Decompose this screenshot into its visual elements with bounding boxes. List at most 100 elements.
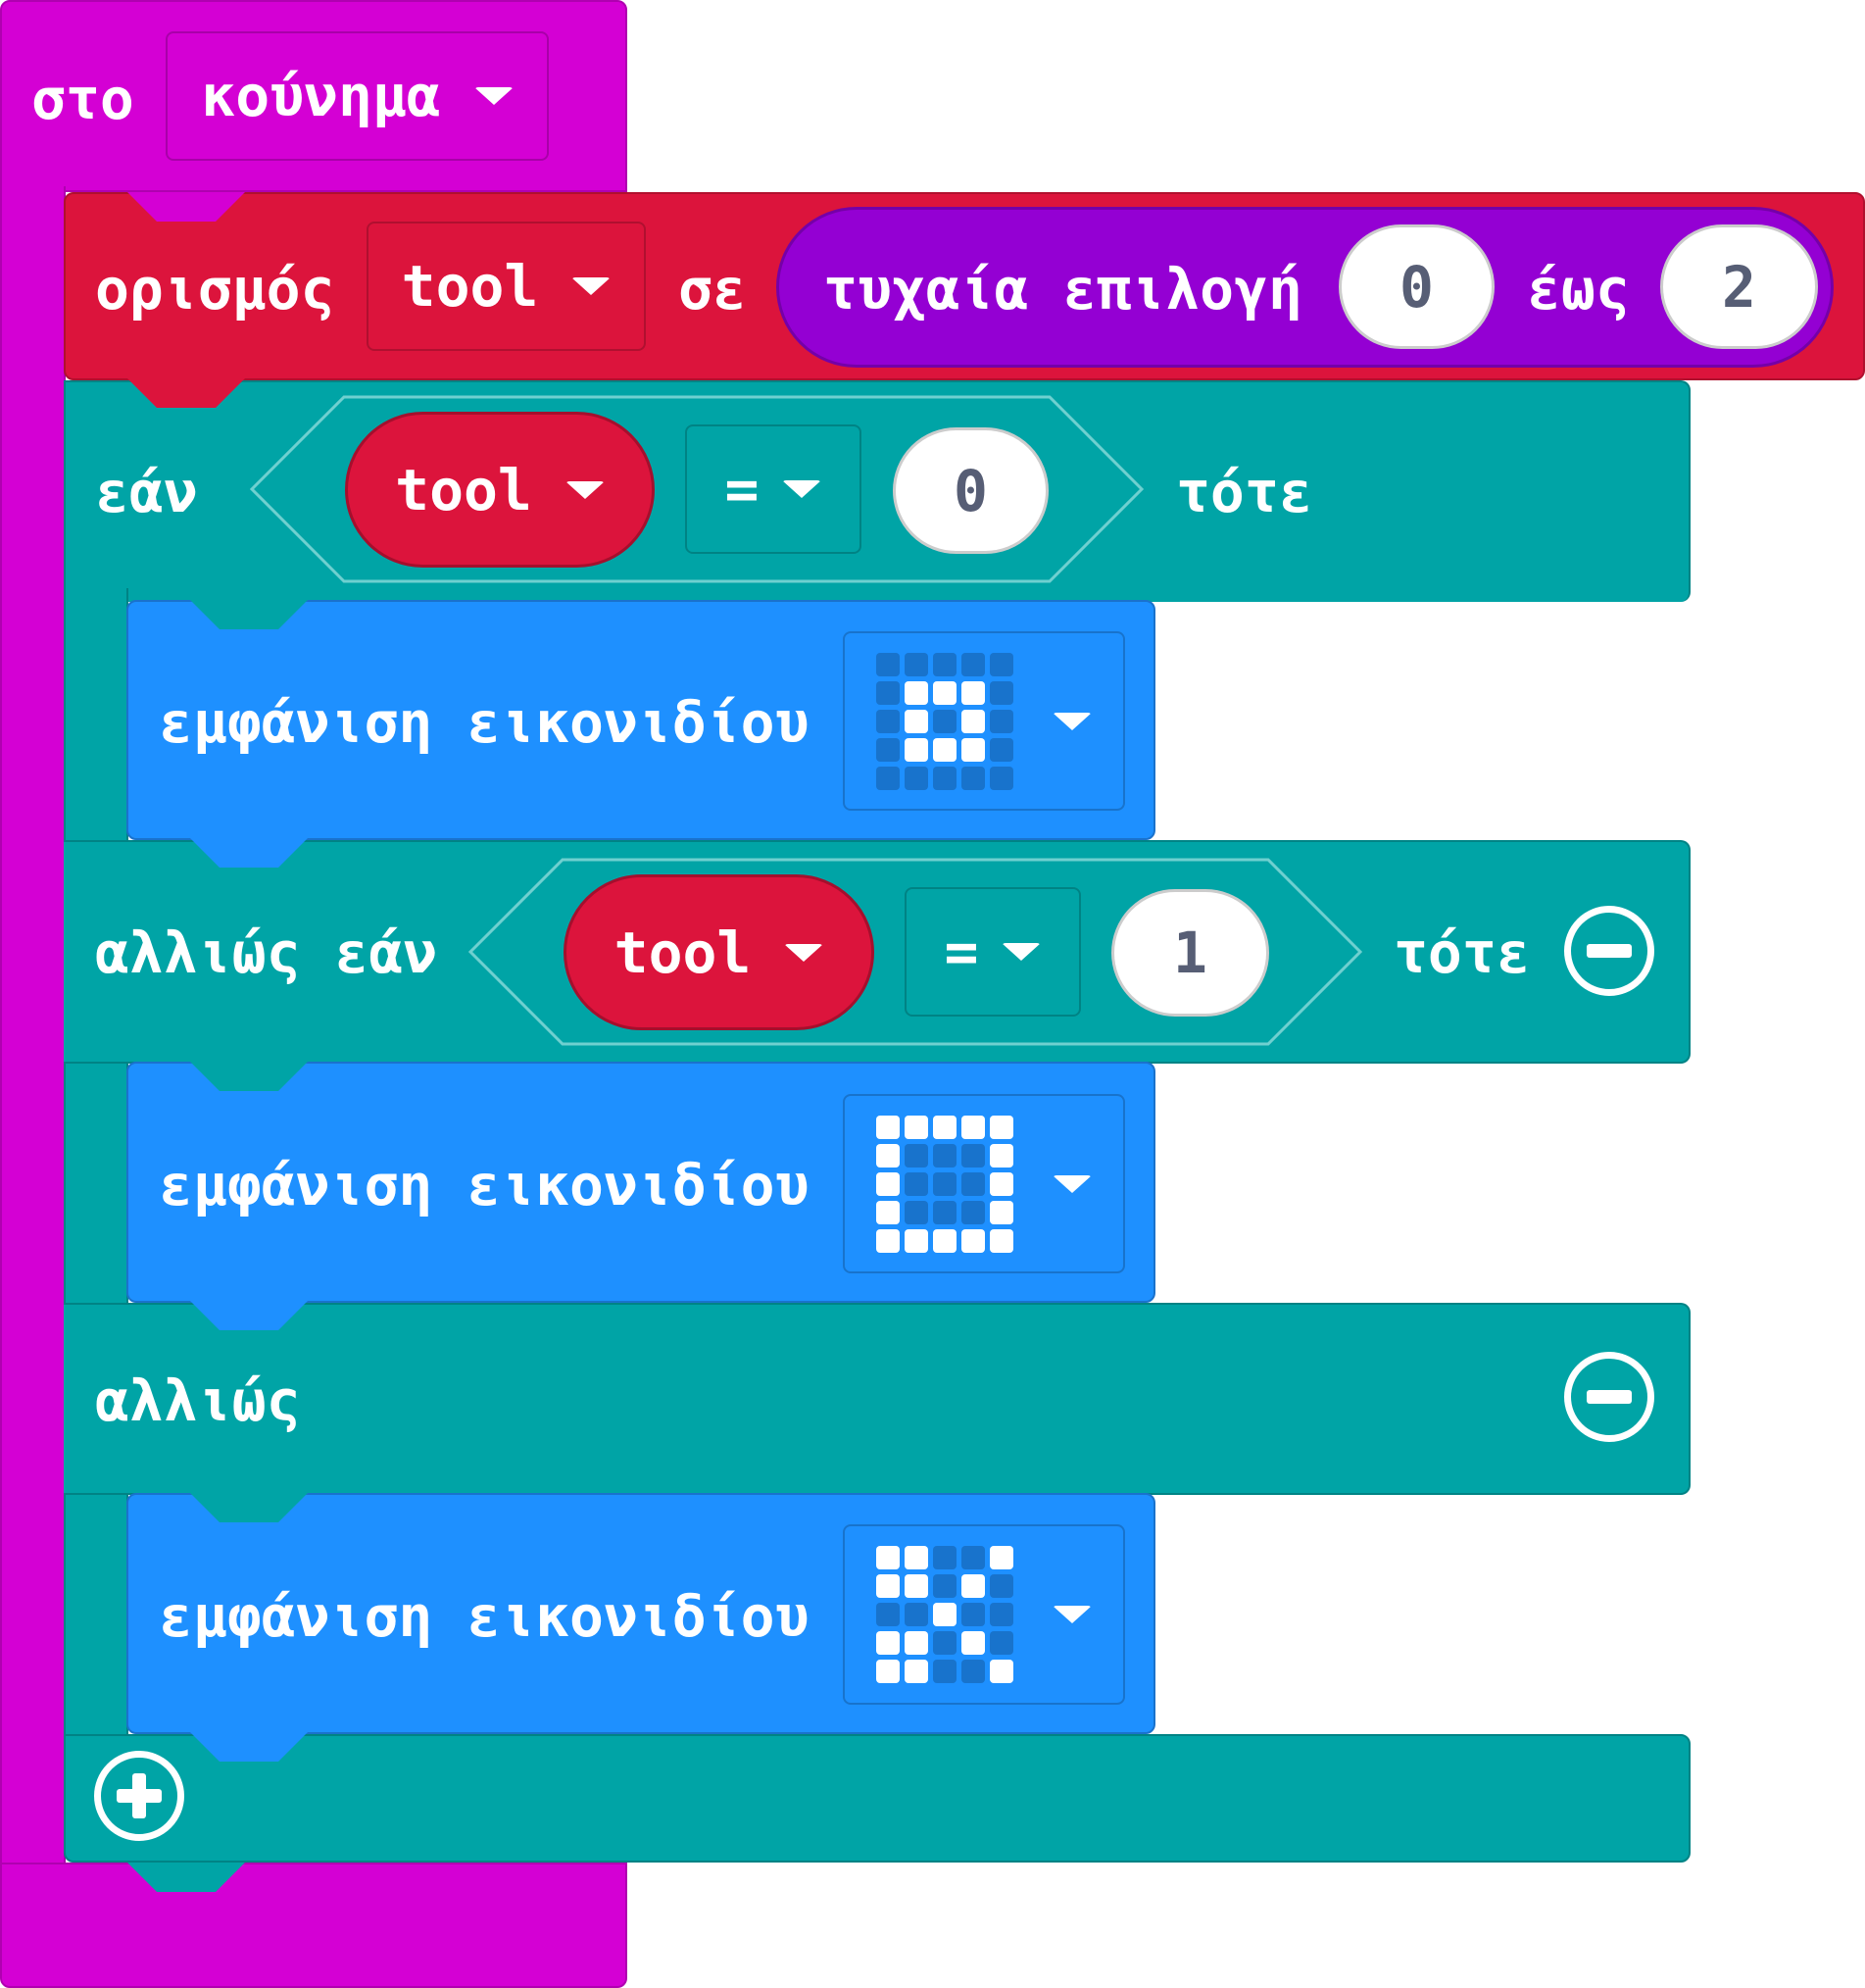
led-on: [905, 1660, 928, 1683]
led-off: [905, 766, 928, 790]
chevron-down-icon: [473, 87, 514, 105]
operator-dropdown[interactable]: =: [905, 887, 1081, 1017]
icon-dropdown[interactable]: [843, 1524, 1125, 1705]
led-off: [990, 737, 1013, 762]
led-on: [990, 1171, 1013, 1196]
variable-name: tool: [613, 919, 752, 986]
led-on: [990, 1200, 1013, 1224]
show-icon-label: εμφάνιση εικονιδίου: [159, 689, 810, 756]
led-on: [905, 737, 928, 762]
led-on: [990, 1660, 1013, 1683]
led-on: [905, 709, 928, 733]
led-on: [990, 1228, 1013, 1253]
show-icon-label: εμφάνιση εικονιδίου: [159, 1152, 810, 1218]
if-block-spine: [64, 588, 128, 1764]
variable-dropdown[interactable]: tool: [367, 222, 646, 351]
icon-dropdown[interactable]: [843, 631, 1125, 811]
led-off: [876, 680, 900, 705]
led-on: [990, 1115, 1013, 1139]
led-on: [905, 1574, 928, 1598]
led-on: [933, 737, 957, 762]
led-on: [990, 1143, 1013, 1168]
event-block-footer: [0, 1863, 627, 1988]
add-elseif-button[interactable]: [94, 1751, 184, 1841]
event-prefix: στο: [31, 66, 134, 132]
led-on: [961, 1574, 985, 1598]
event-dropdown[interactable]: κούνημα: [166, 31, 549, 161]
led-off: [933, 1631, 957, 1655]
led-off: [961, 1660, 985, 1683]
led-on: [961, 709, 985, 733]
random-block[interactable]: [776, 207, 1834, 368]
to-label: σε: [678, 256, 747, 323]
operator: =: [724, 456, 760, 522]
remove-else-button[interactable]: [1564, 1352, 1654, 1442]
led-on: [876, 1660, 900, 1683]
led-off: [933, 652, 957, 676]
chevron-down-icon: [784, 943, 824, 962]
chevron-down-icon: [1053, 1606, 1092, 1623]
led-on: [876, 1631, 900, 1655]
led-on: [905, 1228, 928, 1253]
led-off: [933, 1200, 957, 1224]
elseif-label: αλλιώς εάν: [95, 919, 438, 986]
led-on: [933, 1115, 957, 1139]
chevron-down-icon: [564, 480, 605, 499]
led-off: [961, 1546, 985, 1569]
led-off: [990, 766, 1013, 790]
led-off: [961, 1603, 985, 1626]
remove-elseif-button[interactable]: [1564, 906, 1654, 996]
led-on: [961, 1115, 985, 1139]
led-on: [905, 1631, 928, 1655]
led-off: [933, 1574, 957, 1598]
led-icon: [876, 1546, 1013, 1683]
led-off: [876, 766, 900, 790]
led-off: [905, 1603, 928, 1626]
led-on: [876, 1546, 900, 1569]
led-off: [905, 1143, 928, 1168]
then-label: τότε: [1394, 919, 1531, 986]
icon-dropdown[interactable]: [843, 1094, 1125, 1273]
variable-tool-pill[interactable]: tool: [345, 412, 655, 568]
led-off: [933, 1546, 957, 1569]
led-off: [933, 709, 957, 733]
else-header[interactable]: [64, 1303, 1691, 1495]
led-off: [876, 652, 900, 676]
led-off: [933, 1660, 957, 1683]
led-on: [876, 1171, 900, 1196]
led-off: [990, 1631, 1013, 1655]
variable-tool-pill[interactable]: tool: [564, 874, 874, 1030]
led-on: [876, 1115, 900, 1139]
chevron-down-icon: [1053, 712, 1092, 730]
led-off: [905, 1171, 928, 1196]
then-label: τότε: [1176, 459, 1313, 525]
led-on: [876, 1228, 900, 1253]
chevron-down-icon: [571, 277, 612, 295]
operator-dropdown[interactable]: =: [685, 424, 861, 554]
operator: =: [944, 919, 979, 985]
led-off: [990, 1574, 1013, 1598]
led-on: [990, 1546, 1013, 1569]
led-on: [933, 1228, 957, 1253]
on-shake-block[interactable]: [0, 0, 627, 192]
compare-value-input[interactable]: 0: [893, 427, 1049, 554]
led-on: [905, 1115, 928, 1139]
event-block-spine: [0, 186, 66, 1872]
chevron-down-icon: [782, 480, 822, 498]
led-off: [876, 709, 900, 733]
minus-icon: [1587, 944, 1632, 958]
if-block-footer: [64, 1734, 1691, 1863]
led-off: [961, 652, 985, 676]
random-to-input[interactable]: 2: [1660, 224, 1818, 349]
led-off: [961, 1200, 985, 1224]
led-on: [876, 1574, 900, 1598]
plus-icon-vertical: [132, 1773, 146, 1818]
minus-icon: [1587, 1390, 1632, 1404]
led-off: [933, 766, 957, 790]
variable-name: tool: [401, 253, 539, 320]
random-from-input[interactable]: 0: [1339, 224, 1495, 349]
led-off: [990, 680, 1013, 705]
compare-value-input[interactable]: 1: [1111, 889, 1269, 1017]
led-on: [876, 1143, 900, 1168]
led-off: [933, 1171, 957, 1196]
